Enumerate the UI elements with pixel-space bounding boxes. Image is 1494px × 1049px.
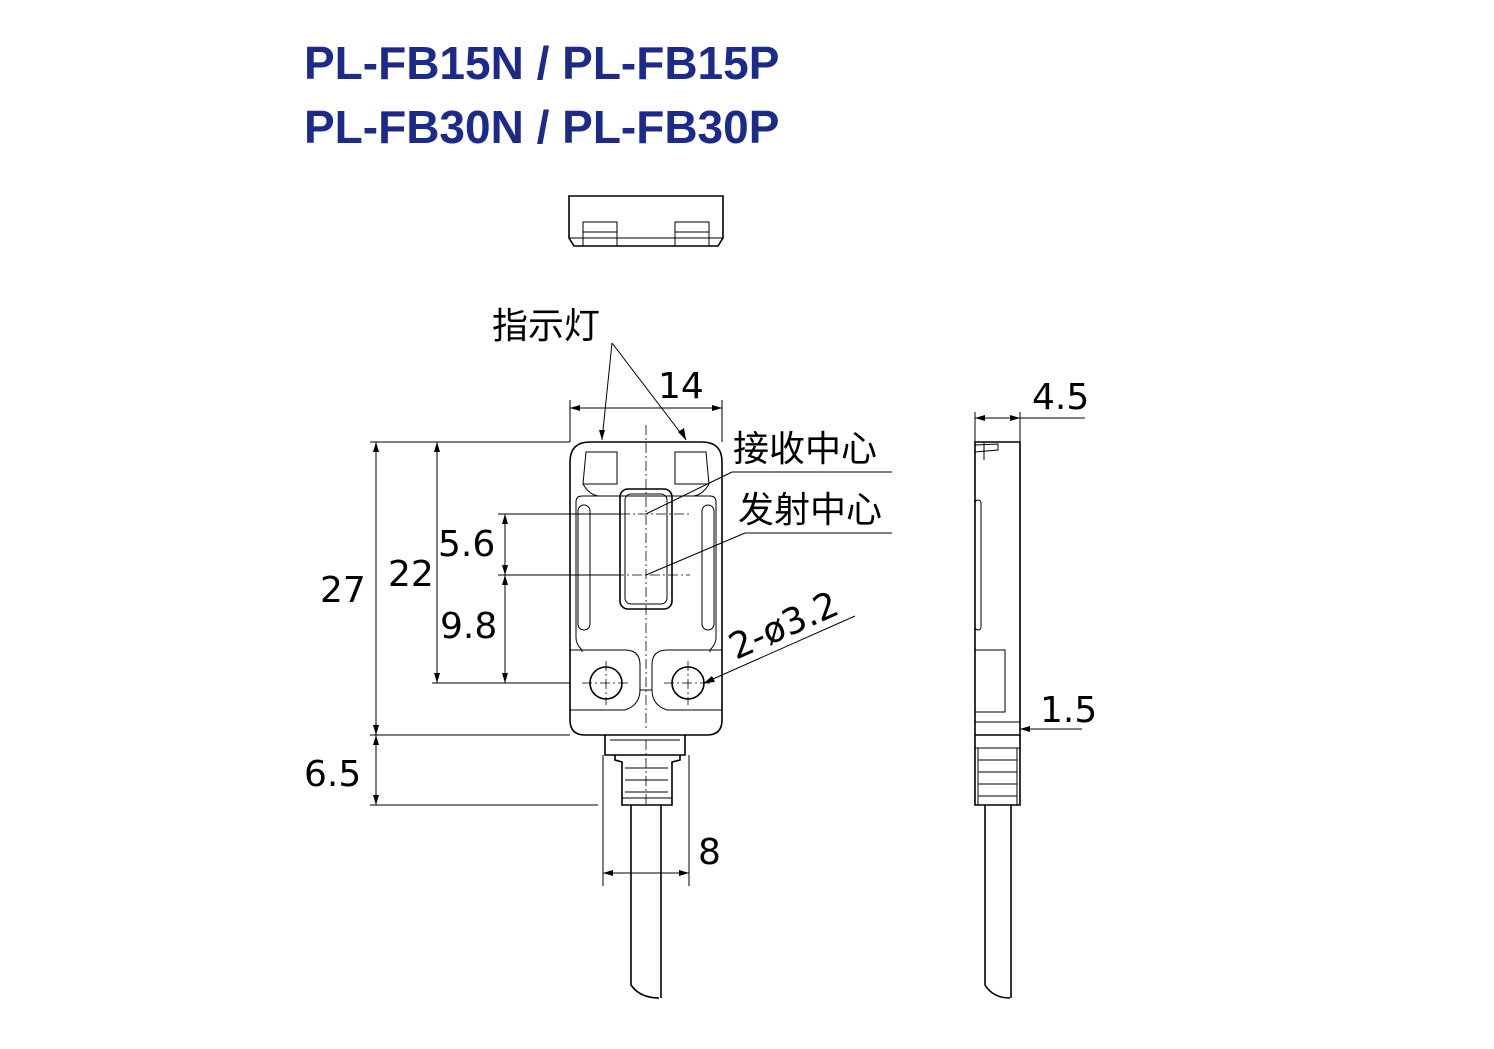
receiver-center-label: 接收中心: [733, 429, 877, 470]
dimension-lines: [370, 342, 1085, 886]
dim-thickness: 4.5: [1032, 377, 1089, 418]
indicator-label: 指示灯: [492, 306, 600, 347]
dim-center-spacing: 5.6: [438, 524, 495, 565]
emitter-center-label: 发射中心: [738, 490, 882, 531]
dim-cable-width: 8: [698, 832, 721, 873]
dim-width: 14: [658, 366, 704, 407]
title-line-2: PL-FB30N / PL-FB30P: [304, 101, 780, 153]
title-line-1: PL-FB15N / PL-FB15P: [304, 37, 780, 89]
dim-height-holes: 22: [388, 554, 434, 595]
top-view: [568, 195, 724, 247]
side-view: [974, 441, 1021, 999]
front-view: [569, 425, 723, 999]
dim-height-total: 27: [320, 570, 366, 611]
dim-center-to-hole: 9.8: [440, 606, 497, 647]
dim-cable-gland: 6.5: [304, 754, 361, 795]
holes-label: 2-ø3.2: [723, 584, 845, 668]
dim-base-thickness: 1.5: [1040, 690, 1097, 731]
